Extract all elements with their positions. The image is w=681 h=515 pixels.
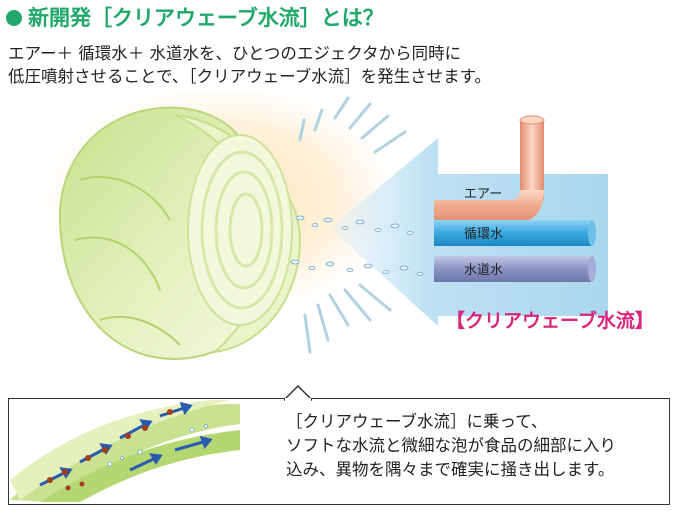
debris-dots (47, 409, 173, 491)
callout-pointer (284, 385, 312, 401)
tap-water-pipe (434, 256, 596, 282)
callout-line-3: 込み、異物を隅々まで確実に掻き出します。 (286, 460, 615, 479)
air-pipe (434, 115, 545, 224)
clear-wave-label: 【クリアウェーブ水流】 (446, 310, 654, 332)
intro-line-2: 低圧噴射させることで、［クリアウェーブ水流］を発生させます。 (8, 67, 491, 86)
title-bullet-icon (6, 10, 22, 26)
clear-wave-diagram (20, 90, 608, 360)
air-pipe-label: エアー (464, 187, 503, 202)
callout-text: ［クリアウェーブ水流］に乗って、 ソフトな水流と微細な泡が食品の細部に入り 込み… (286, 410, 666, 482)
page-title-text: 新開発［クリアウェーブ水流］とは？ (28, 6, 384, 30)
circulating-pipe-label: 循環水 (464, 227, 504, 242)
intro-text: エアー＋ 循環水＋ 水道水を、ひとつのエジェクタから同時に 低圧噴射させることで… (8, 42, 668, 88)
tap-pipe-label: 水道水 (464, 263, 504, 278)
cabbage-illustration (58, 106, 302, 360)
page-title: 新開発［クリアウェーブ水流］とは？ (6, 2, 676, 32)
callout-line-1: ［クリアウェーブ水流］に乗って、 (286, 412, 548, 431)
detail-bubbles (107, 424, 208, 467)
leaf-detail-illustration (10, 400, 240, 502)
intro-line-1: エアー＋ 循環水＋ 水道水を、ひとつのエジェクタから同時に (8, 44, 462, 63)
callout-line-2: ソフトな水流と微細な泡が食品の細部に入り (286, 436, 616, 455)
bubbles (290, 215, 424, 276)
spray-streaks (298, 96, 407, 354)
circulating-water-pipe (434, 220, 596, 246)
